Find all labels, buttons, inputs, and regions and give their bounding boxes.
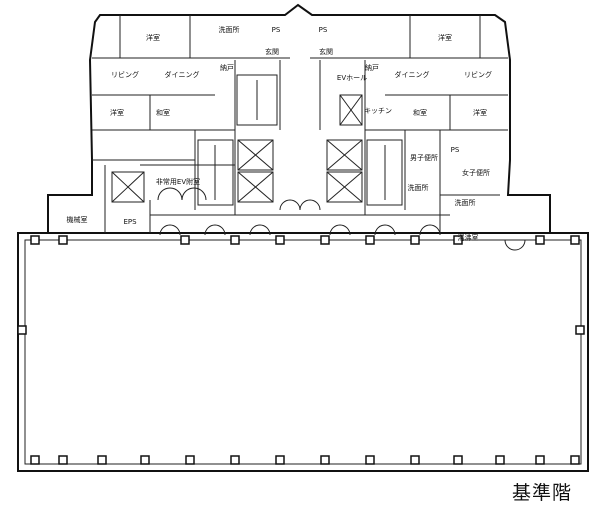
column	[97, 455, 107, 465]
room-label: 納戸	[220, 63, 234, 72]
column	[30, 235, 40, 245]
room-label: 非常用EV附室	[156, 177, 200, 186]
column	[275, 235, 285, 245]
room-label: 男子便所	[410, 153, 438, 162]
room-label: 洋室	[473, 108, 487, 117]
room-label: PS	[272, 26, 281, 34]
column	[575, 325, 585, 335]
room-label: 洗面所	[219, 25, 240, 34]
room-label: PS	[319, 26, 328, 34]
column	[535, 455, 545, 465]
column	[365, 455, 375, 465]
room-label: 玄関	[319, 47, 333, 56]
interior-walls	[92, 15, 508, 235]
stairs	[197, 74, 403, 206]
room-label: 和室	[413, 108, 427, 117]
column	[453, 235, 463, 245]
column	[230, 455, 240, 465]
column	[410, 455, 420, 465]
office-floor-outline	[17, 232, 589, 472]
doors	[157, 187, 526, 251]
column	[570, 455, 580, 465]
column	[30, 455, 40, 465]
structural-columns	[17, 235, 585, 465]
room-label: PS	[451, 146, 460, 154]
office-floor-inner	[24, 239, 582, 465]
room-label: EVホール	[337, 74, 367, 82]
column	[535, 235, 545, 245]
room-label: キッチン	[364, 107, 392, 115]
room-label: リビング	[464, 70, 492, 79]
column	[365, 235, 375, 245]
column	[185, 455, 195, 465]
column	[58, 235, 68, 245]
room-label: 洋室	[110, 108, 124, 117]
column	[58, 455, 68, 465]
room-label: 洗面所	[455, 198, 476, 207]
column	[570, 235, 580, 245]
column	[495, 455, 505, 465]
column	[275, 455, 285, 465]
room-label: リビング	[111, 70, 139, 79]
column	[180, 235, 190, 245]
room-label: 洋室	[146, 33, 160, 42]
room-label: 和室	[156, 108, 170, 117]
column	[230, 235, 240, 245]
column	[17, 325, 27, 335]
column	[320, 235, 330, 245]
column	[320, 455, 330, 465]
room-label: 洗面所	[408, 183, 429, 192]
room-label: 機械室	[67, 215, 88, 224]
room-label: ダイニング	[165, 70, 200, 79]
room-label: ダイニング	[395, 70, 430, 79]
room-label: EPS	[123, 218, 137, 226]
floor-title: 基準階	[512, 482, 573, 504]
column	[140, 455, 150, 465]
room-label: 納戸	[365, 63, 379, 72]
room-label: 洋室	[438, 33, 452, 42]
room-label: 玄関	[265, 47, 279, 56]
elevators	[111, 94, 363, 203]
column	[410, 235, 420, 245]
room-label: 湯沸室	[458, 233, 479, 242]
core-outline	[47, 3, 551, 234]
room-label: 女子便所	[462, 168, 490, 177]
column	[453, 455, 463, 465]
